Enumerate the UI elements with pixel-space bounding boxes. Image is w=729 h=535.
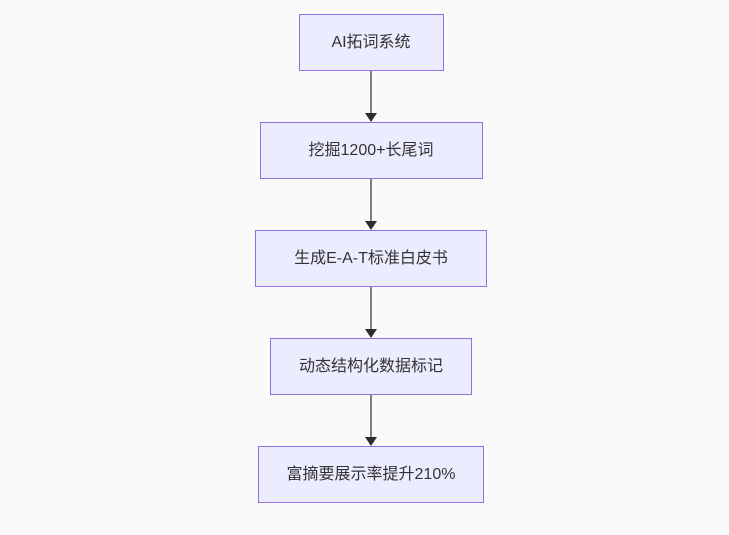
flow-node-ai-word-expansion: AI拓词系统 (298, 14, 444, 71)
flow-node-eat-whitepaper: 生成E-A-T标准白皮书 (255, 230, 487, 287)
arrow-down-icon (365, 329, 377, 338)
flow-edge-1 (365, 71, 377, 122)
edge-line (370, 71, 372, 114)
flow-node-rich-snippet-result: 富摘要展示率提升210% (257, 446, 485, 503)
flow-node-longtail-mining: 挖掘1200+长尾词 (259, 122, 483, 179)
flowchart-column: AI拓词系统 挖掘1200+长尾词 生成E-A-T标准白皮书 动态结构化数据标记 (255, 14, 487, 503)
edge-line (370, 179, 372, 222)
flow-edge-3 (365, 287, 377, 338)
flow-node-label: AI拓词系统 (331, 33, 411, 51)
flow-node-structured-data: 动态结构化数据标记 (269, 338, 472, 395)
arrow-down-icon (365, 221, 377, 230)
flow-node-label: 挖掘1200+长尾词 (308, 141, 434, 159)
edge-line (370, 287, 372, 330)
flow-node-label: 生成E-A-T标准白皮书 (294, 249, 448, 267)
flow-node-label: 动态结构化数据标记 (298, 357, 443, 375)
arrow-down-icon (365, 113, 377, 122)
flow-edge-4 (365, 395, 377, 446)
flow-node-label: 富摘要展示率提升210% (286, 465, 456, 483)
flow-edge-2 (365, 179, 377, 230)
arrow-down-icon (365, 437, 377, 446)
edge-line (370, 395, 372, 438)
